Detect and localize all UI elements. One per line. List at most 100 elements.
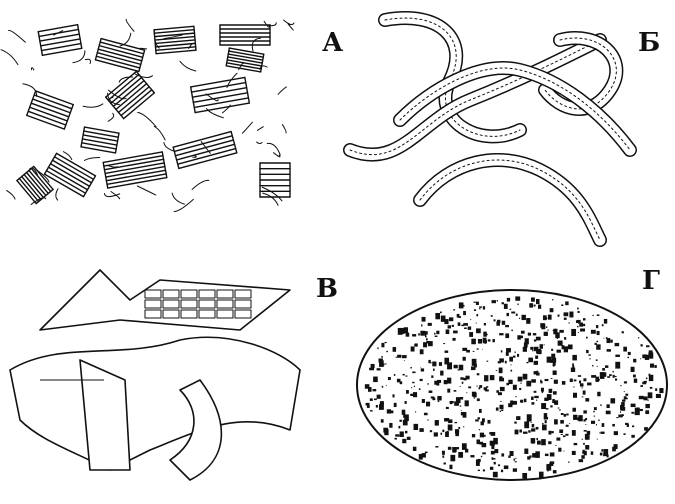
tie-chain	[154, 126, 165, 139]
pore-speck	[545, 318, 547, 320]
pore-speck	[498, 361, 501, 363]
pore-speck	[448, 325, 451, 328]
pore-speck	[440, 433, 442, 435]
pore-speck	[598, 420, 599, 421]
pore-speck	[541, 388, 544, 392]
tie-chain	[257, 142, 262, 144]
pore-speck	[638, 337, 639, 338]
pore-speck	[427, 419, 428, 420]
pore-speck	[496, 370, 497, 371]
lamella-line	[227, 60, 261, 66]
lamella-stack	[173, 132, 237, 169]
lamella-line	[156, 50, 196, 53]
pore-speck	[519, 430, 522, 433]
pore-speck	[502, 321, 505, 325]
pore-speck	[496, 407, 499, 410]
pore-speck	[564, 346, 568, 352]
pore-speck	[406, 390, 409, 394]
pore-speck	[365, 384, 370, 389]
pore-speck	[497, 300, 498, 301]
pore-speck	[414, 424, 419, 430]
pore-speck	[545, 379, 549, 381]
pore-speck	[438, 401, 440, 402]
pore-speck	[366, 403, 370, 406]
pore-speck	[571, 329, 576, 336]
pore-speck	[506, 348, 511, 352]
pore-speck	[508, 380, 512, 384]
pore-speck	[484, 323, 486, 325]
pore-speck	[483, 306, 485, 309]
lamella-line	[17, 181, 36, 204]
pore-speck	[509, 357, 513, 362]
pore-speck	[386, 385, 387, 386]
pore-speck	[463, 412, 467, 418]
pore-speck	[591, 451, 594, 454]
pore-speck	[414, 386, 415, 387]
pore-speck	[377, 368, 381, 370]
pore-speck	[455, 447, 459, 449]
pore-speck	[396, 357, 398, 358]
pore-speck	[585, 424, 586, 425]
pore-speck	[536, 373, 539, 376]
pore-speck	[625, 423, 628, 425]
sheet-tile	[217, 310, 233, 318]
pore-speck	[460, 405, 462, 406]
lamella-line	[155, 33, 195, 36]
pore-speck	[592, 315, 593, 316]
pore-speck	[373, 377, 378, 383]
pore-speck	[572, 451, 576, 455]
pore-speck	[434, 333, 435, 335]
pore-speck	[513, 459, 515, 461]
pore-speck	[558, 407, 560, 408]
pore-speck	[413, 447, 417, 451]
pore-speck	[606, 404, 609, 408]
pore-speck	[555, 445, 556, 446]
pore-speck	[650, 364, 654, 368]
pore-speck	[458, 427, 460, 429]
pore-speck	[577, 326, 578, 327]
pore-speck	[499, 333, 503, 335]
pore-speck	[470, 455, 474, 457]
pore-speck	[383, 428, 388, 433]
pore-speck	[564, 318, 567, 320]
pore-speck	[516, 314, 518, 316]
pore-speck	[597, 314, 600, 316]
sheet-tile	[181, 290, 197, 298]
sheet-tile	[181, 310, 197, 318]
lamella-stack	[106, 71, 155, 118]
pore-speck	[504, 465, 509, 469]
pore-speck	[615, 376, 617, 377]
pore-speck	[596, 424, 597, 425]
pore-speck	[449, 465, 452, 469]
pore-speck	[536, 337, 541, 341]
pore-speck	[579, 459, 583, 462]
pore-speck	[453, 309, 455, 310]
pore-speck	[435, 420, 439, 426]
tie-chain	[278, 87, 286, 94]
pore-speck	[586, 337, 588, 339]
lamella-line	[121, 90, 152, 116]
pore-speck	[610, 398, 615, 403]
pore-speck	[616, 417, 618, 418]
pore-speck	[545, 454, 549, 456]
pore-speck	[620, 411, 621, 412]
pore-speck	[418, 333, 420, 335]
pore-speck	[500, 401, 501, 402]
lamella-stack	[260, 163, 290, 197]
pore-speck	[622, 331, 624, 333]
pore-speck	[600, 404, 601, 406]
pore-speck	[422, 453, 426, 457]
tie-chain	[242, 122, 252, 133]
sheet-tile	[217, 290, 233, 298]
pore-speck	[425, 452, 428, 454]
pore-speck	[399, 420, 401, 422]
pore-speck	[548, 441, 551, 444]
pore-speck	[388, 377, 391, 380]
pore-speck	[521, 331, 525, 334]
pore-speck	[476, 459, 480, 463]
pore-speck	[594, 407, 597, 410]
lamella-line	[22, 177, 41, 200]
pore-speck	[474, 309, 476, 311]
sheet-tile	[235, 290, 251, 298]
